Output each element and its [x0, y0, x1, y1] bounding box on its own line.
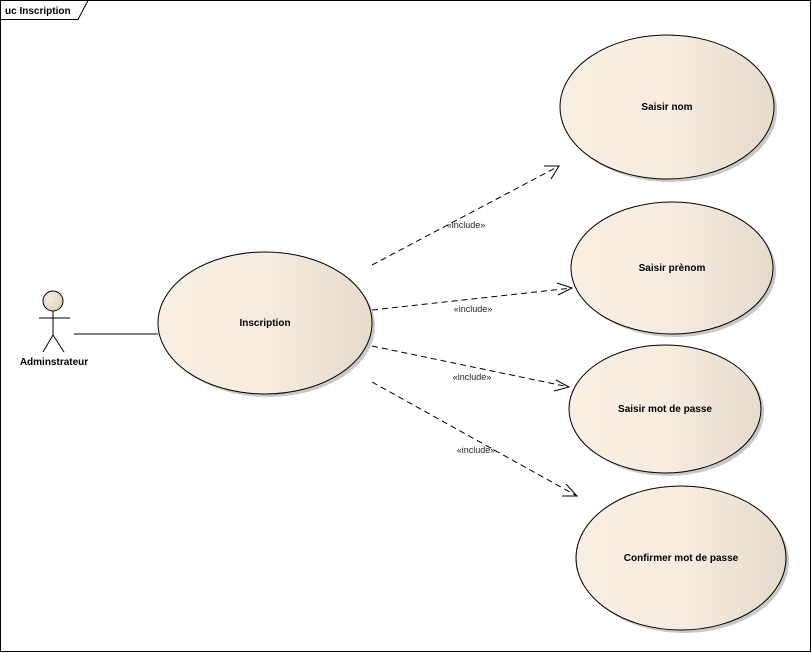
include-label: «include» — [454, 304, 493, 314]
use-case-ellipse — [570, 201, 774, 335]
actor-adminstrateur[interactable]: Adminstrateur — [20, 290, 88, 368]
use-case-label: Saisir mot de passe — [618, 404, 712, 415]
arrowhead-icon — [553, 379, 571, 392]
use-case-inscription[interactable]: Inscription — [157, 251, 375, 397]
use-case-saisir-prenom[interactable]: Saisir prènom — [570, 201, 776, 337]
actor-left-leg — [42, 334, 54, 353]
include-label: «include» — [453, 372, 492, 382]
include-label: «include» — [457, 445, 496, 455]
use-case-ellipse — [575, 485, 787, 631]
use-case-label: Saisir prènom — [639, 263, 706, 274]
frame-title-tab — [0, 0, 89, 20]
actor-label: Adminstrateur — [20, 357, 88, 368]
use-case-ellipse — [559, 34, 775, 180]
include-line-saisir-nom[interactable] — [371, 165, 560, 266]
use-case-confirmer-mot-de-passe[interactable]: Confirmer mot de passe — [575, 485, 789, 633]
use-case-label: Saisir nom — [641, 102, 692, 113]
use-case-ellipse — [568, 344, 762, 474]
actor-head-icon — [42, 290, 64, 312]
use-case-saisir-nom[interactable]: Saisir nom — [559, 34, 777, 182]
arrowhead-icon — [544, 165, 560, 180]
include-label: «include» — [447, 220, 486, 230]
use-case-label: Inscription — [239, 318, 290, 329]
use-case-ellipse — [157, 251, 373, 395]
include-line-saisir-mot-de-passe[interactable] — [371, 345, 570, 388]
use-case-saisir-mot-de-passe[interactable]: Saisir mot de passe — [568, 344, 764, 476]
use-case-label: Confirmer mot de passe — [624, 553, 739, 564]
arrowhead-icon — [556, 282, 574, 296]
arrowhead-icon — [562, 483, 579, 497]
frame-title: uc Inscription — [5, 6, 71, 17]
include-line-saisir-prenom[interactable] — [371, 287, 573, 311]
actor-right-leg — [52, 334, 65, 353]
include-line-confirmer-mot-de-passe[interactable] — [371, 381, 578, 497]
